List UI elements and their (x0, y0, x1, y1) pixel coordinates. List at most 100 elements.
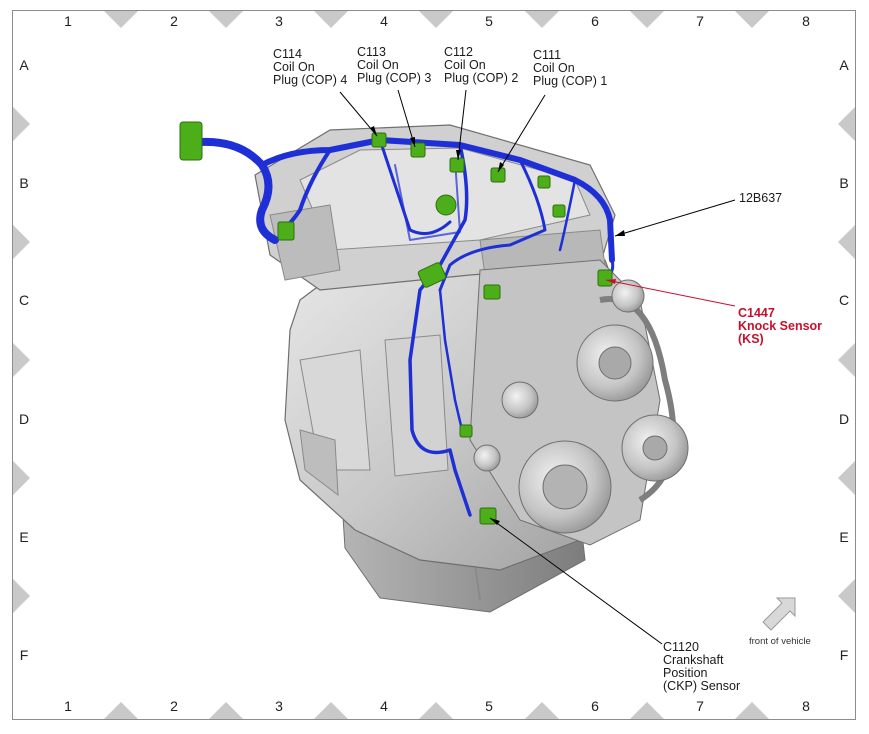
arrowhead-c1120 (490, 518, 500, 525)
grid-row-f-left: F (19, 647, 29, 663)
grid-col-3-bottom: 3 (275, 698, 283, 714)
callout-12b637: 12B637 (739, 192, 782, 205)
callout-c1120-line2: Crankshaft (663, 653, 724, 667)
grid-marker-bottom (525, 702, 559, 719)
callout-c113-connector: C113 (357, 45, 386, 59)
grid-marker-bottom (209, 702, 243, 719)
leader-c1447 (605, 279, 736, 307)
arrowhead-c112 (456, 150, 461, 160)
callout-c111-connector: C111 (533, 48, 562, 62)
callout-c112-line3: Plug (COP) 2 (444, 71, 519, 85)
grid-col-3-top: 3 (275, 13, 283, 29)
connector-mid (483, 284, 501, 300)
callout-c1120: C1120 Crankshaft Position (CKP) Sensor (663, 641, 740, 693)
ac-compressor-hub (642, 435, 668, 461)
grid-marker-right (838, 343, 855, 377)
connector-c114 (371, 132, 387, 148)
grid-marker-right (838, 107, 855, 141)
tensioner-pulley (473, 444, 501, 472)
grid-col-7-bottom: 7 (696, 698, 704, 714)
grid-row-a-left: A (19, 57, 29, 73)
grid-row-d-left: D (18, 411, 30, 427)
callout-c114-line2: Coil On (273, 60, 315, 74)
grid-col-4-top: 4 (380, 13, 388, 29)
main-harness-connector (179, 121, 203, 161)
grid-marker-top (525, 11, 559, 28)
grid-marker-top (630, 11, 664, 28)
grid-col-6-top: 6 (591, 13, 599, 29)
leader-c113 (397, 89, 416, 148)
callout-c111-line3: Plug (COP) 1 (533, 74, 608, 88)
grid-marker-bottom (104, 702, 138, 719)
callout-c112-line2: Coil On (444, 58, 486, 72)
idler-pulley (501, 381, 539, 419)
callout-12b637-part: 12B637 (739, 191, 783, 205)
grid-row-a-right: A (839, 57, 849, 73)
grid-marker-right (838, 579, 855, 613)
callout-c1447: C1447 Knock Sensor (KS) (738, 307, 822, 346)
leader-arrowheads (370, 126, 625, 525)
arrowhead-12b637 (615, 230, 625, 236)
grid-col-1-top: 1 (64, 13, 72, 29)
connector-side (277, 221, 295, 241)
alternator-hub (598, 346, 632, 380)
callout-c111-line2: Coil On (533, 61, 575, 75)
grid-col-6-bottom: 6 (591, 698, 599, 714)
callout-c1447-connector: C1447 (738, 306, 775, 320)
connector-c1447 (597, 269, 613, 287)
callout-c113-line3: Plug (COP) 3 (357, 71, 432, 85)
grid-col-1-bottom: 1 (64, 698, 72, 714)
grid-col-8-bottom: 8 (802, 698, 810, 714)
callout-c114-line3: Plug (COP) 4 (273, 73, 348, 87)
grid-row-c-right: C (838, 292, 850, 308)
callout-c113-line2: Coil On (357, 58, 399, 72)
grid-col-8-top: 8 (802, 13, 810, 29)
connector-c112 (449, 157, 465, 173)
grid-col-2-bottom: 2 (170, 698, 178, 714)
connector-center (417, 262, 447, 288)
grid-col-7-top: 7 (696, 13, 704, 29)
grid-col-5-top: 5 (485, 13, 493, 29)
grid-marker-left (13, 461, 30, 495)
grid-marker-top (314, 11, 348, 28)
grid-marker-left (13, 579, 30, 613)
leader-12b637 (614, 199, 736, 237)
front-of-vehicle-label: front of vehicle (749, 636, 811, 647)
leader-c112 (457, 89, 467, 161)
water-pump-pulley (611, 279, 645, 313)
grid-col-5-bottom: 5 (485, 698, 493, 714)
grid-col-2-top: 2 (170, 13, 178, 29)
front-of-vehicle-arrow (762, 597, 796, 631)
connector-cam (435, 194, 457, 216)
grid-marker-left (13, 107, 30, 141)
connector-small (552, 204, 566, 218)
grid-marker-right (838, 225, 855, 259)
leader-c111 (497, 94, 546, 173)
callout-c1447-line2: Knock Sensor (738, 319, 823, 333)
grid-col-4-bottom: 4 (380, 698, 388, 714)
callout-c112: C112 Coil On Plug (COP) 2 (444, 46, 518, 85)
callout-c114-connector: C114 (273, 47, 302, 61)
callout-c114: C114 Coil On Plug (COP) 4 (273, 48, 347, 87)
grid-marker-left (13, 343, 30, 377)
callout-c1120-connector: C1120 (663, 640, 699, 654)
grid-row-e-right: E (839, 529, 849, 545)
crankshaft-hub (542, 464, 588, 510)
grid-marker-bottom (314, 702, 348, 719)
callout-c1120-line3: Position (663, 666, 708, 680)
connector-c111 (490, 167, 506, 183)
grid-marker-bottom (630, 702, 664, 719)
callout-c113: C113 Coil On Plug (COP) 3 (357, 46, 431, 85)
grid-marker-top (735, 11, 769, 28)
connector-small (459, 424, 473, 438)
leader-c1120 (489, 517, 663, 645)
grid-marker-top (209, 11, 243, 28)
grid-marker-top (104, 11, 138, 28)
grid-marker-right (838, 461, 855, 495)
connectors (179, 121, 613, 525)
callout-c112-connector: C112 (444, 45, 473, 59)
leader-lines (339, 89, 736, 645)
arrowhead-c113 (410, 137, 415, 147)
grid-row-f-right: F (839, 647, 849, 663)
